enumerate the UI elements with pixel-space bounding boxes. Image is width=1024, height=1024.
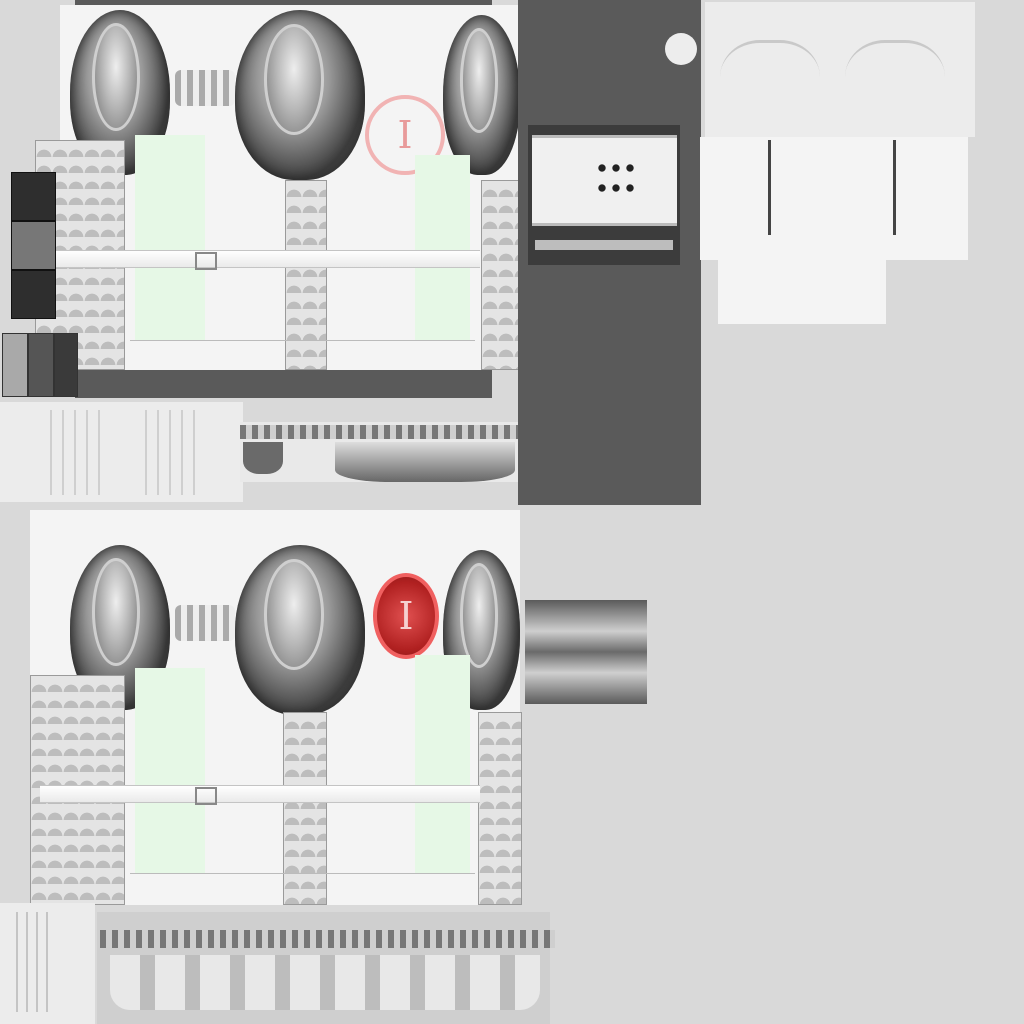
pleat-panel — [0, 402, 243, 502]
upper-center-shoulder-guard — [235, 10, 365, 180]
riveted-strip-flap-2 — [335, 442, 515, 482]
lower-cloth-right — [415, 655, 470, 873]
upper-hem — [130, 340, 475, 355]
lower-scale-right — [478, 712, 522, 905]
boot-lace-left — [768, 140, 775, 235]
upper-scale-right — [481, 180, 522, 370]
upper-belt — [40, 250, 480, 268]
lower-belt — [40, 785, 480, 803]
boot-lace-right — [893, 140, 900, 235]
boot-top-right — [845, 40, 945, 133]
riveted-strip — [240, 425, 518, 439]
face-thumb-3 — [11, 270, 56, 319]
upper-emblem: I — [365, 95, 445, 175]
upper-cloth-right — [415, 155, 470, 340]
bottom-pleat-lines — [8, 912, 48, 1012]
swatch-3 — [54, 333, 78, 397]
lower-belt-buckle — [195, 787, 217, 805]
strap-piece-face — [532, 135, 677, 226]
band-strip — [525, 600, 647, 704]
bottom-fringe-strip — [100, 930, 555, 948]
face-thumb-1 — [11, 172, 56, 221]
strap-bar — [535, 240, 673, 250]
face-thumb-2 — [11, 221, 56, 270]
swatch-1 — [2, 333, 28, 397]
lower-chain — [175, 605, 235, 641]
pleat-lines-right — [135, 410, 195, 495]
upper-chain — [175, 70, 235, 106]
swatch-2 — [28, 333, 54, 397]
upper-scale-center — [285, 180, 327, 370]
upper-right-shoulder-guard — [443, 15, 520, 175]
riveted-strip-flap-1 — [243, 442, 283, 474]
lower-emblem: I — [373, 573, 439, 659]
lower-right-shoulder-guard — [443, 550, 520, 710]
upper-cloth-left — [135, 135, 205, 340]
strap-holes — [595, 158, 635, 198]
upper-emblem-letter: I — [397, 113, 413, 157]
upper-belt-buckle — [195, 252, 217, 270]
boot-top-left — [720, 40, 820, 133]
lower-scale-center — [283, 712, 327, 905]
bottom-fringe-drape — [110, 955, 540, 1010]
boot-sole-sheet — [718, 260, 886, 324]
boot-front-sheet — [700, 137, 968, 260]
lower-hem — [130, 873, 475, 888]
dark-panel-dot — [665, 33, 697, 65]
pleat-lines-left — [40, 410, 100, 495]
lower-cloth-left — [135, 668, 205, 873]
lower-emblem-letter: I — [398, 594, 414, 638]
lower-center-shoulder-guard — [235, 545, 365, 715]
